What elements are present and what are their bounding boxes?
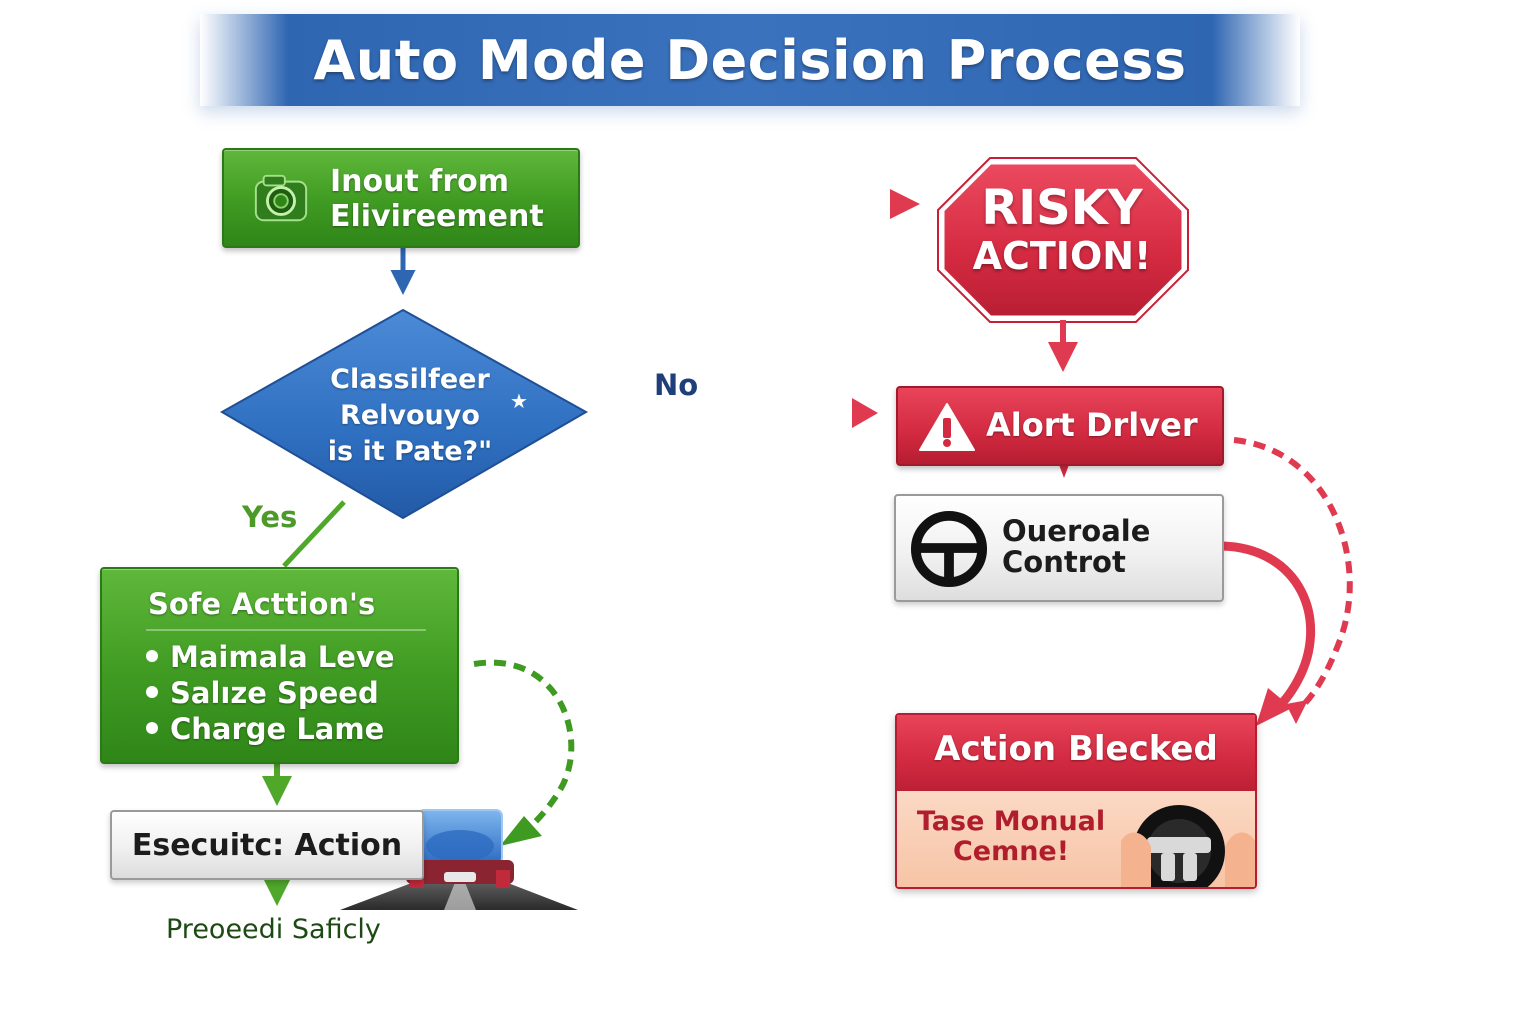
risky-stop-sign xyxy=(939,159,1187,321)
input-node: Inout from Elivireement xyxy=(222,148,580,248)
input-label-line2: Elivireement xyxy=(330,199,544,234)
sparkle-icon: ★ xyxy=(510,389,528,413)
override-line2: Controt xyxy=(1002,545,1126,579)
road-car-scene xyxy=(340,809,578,910)
risky-line2: ACTION! xyxy=(972,234,1152,278)
override-label: Oueroale Controt xyxy=(1002,516,1150,578)
edge-classifier-safe xyxy=(282,500,346,568)
risky-label: RISKY ACTION! xyxy=(944,182,1180,278)
list-item: Maimala Leve xyxy=(146,639,394,675)
safe-action-text: Maimala Leve xyxy=(170,640,395,674)
risky-line1: RISKY xyxy=(981,180,1143,236)
bullet-icon xyxy=(146,650,158,662)
list-item: Charge Lame xyxy=(146,711,394,747)
override-node: Oueroale Controt xyxy=(894,494,1224,602)
edge-safe-loop-arrowhead xyxy=(500,816,542,846)
classifier-line2: Relvouyo xyxy=(340,400,480,431)
classifier-line3: is it Pate?" xyxy=(327,436,493,467)
hands-on-wheel-icon xyxy=(1121,805,1255,887)
safe-action-text: Charge Lame xyxy=(170,712,385,746)
bullet-icon xyxy=(146,686,158,698)
risky-stop-sign-outline xyxy=(937,157,1189,323)
safe-action-text: Salıze Speed xyxy=(170,676,379,710)
blocked-node: Action Blecked Tase Monual Cemne! xyxy=(895,713,1257,889)
override-line1: Oueroale xyxy=(1002,514,1151,548)
input-label: Inout from Elivireement xyxy=(330,164,544,234)
classifier-label: Classilfeer Relvouyo is it Pate?" xyxy=(300,362,520,470)
execute-label: Esecuitc: Action xyxy=(131,828,403,863)
alert-label: Alort Drlver xyxy=(986,406,1198,444)
input-label-line1: Inout from xyxy=(330,164,509,199)
bullet-icon xyxy=(146,722,158,734)
classifier-line1: Classilfeer xyxy=(330,364,490,395)
edge-label-no: No xyxy=(654,368,699,402)
edge-override-blocked-arrowhead xyxy=(1256,688,1292,726)
edge-override-blocked xyxy=(1221,541,1316,716)
edge-classifier-alert-arrowhead xyxy=(852,398,878,428)
page-title: Auto Mode Decision Process xyxy=(313,28,1187,92)
steering-wheel-icon xyxy=(910,510,988,588)
edge-label-yes: Yes xyxy=(242,500,298,534)
camera-icon xyxy=(254,174,308,222)
blocked-title: Action Blecked xyxy=(934,729,1218,769)
classifier-diamond xyxy=(219,308,589,520)
warning-icon xyxy=(919,403,975,451)
safe-actions-node: Sofe Acttion's Maimala Leve Salıze Speed… xyxy=(100,567,459,764)
list-item: Salıze Speed xyxy=(146,675,394,711)
alert-node: Alort Drlver xyxy=(896,386,1224,466)
edge-alert-blocked xyxy=(1233,437,1353,715)
safe-actions-title: Sofe Acttion's xyxy=(148,587,376,621)
edge-safe-loop xyxy=(473,659,575,843)
safe-actions-divider xyxy=(146,629,426,631)
blocked-sub-line1: Tase Monual xyxy=(916,806,1106,837)
blocked-header xyxy=(897,715,1255,791)
title-banner: Auto Mode Decision Process xyxy=(200,14,1300,106)
safe-actions-list: Maimala Leve Salıze Speed Charge Lame xyxy=(146,639,394,747)
edge-alert-override xyxy=(1058,462,1070,478)
edge-alert-blocked-arrowhead xyxy=(1286,700,1308,724)
proceed-label: Preoeedi Saficly xyxy=(166,914,381,945)
blocked-subtext: Tase Monual Cemne! xyxy=(915,807,1107,867)
blocked-sub-line2: Cemne! xyxy=(952,836,1070,867)
execute-node: Esecuitc: Action xyxy=(110,810,424,880)
